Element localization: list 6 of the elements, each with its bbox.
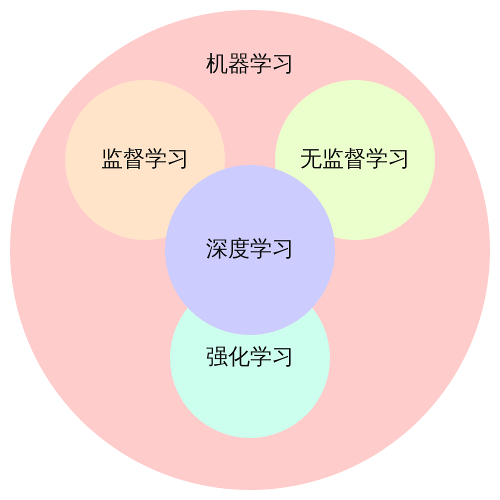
- circle-label: 无监督学习: [300, 146, 410, 174]
- circle-label: 监督学习: [101, 146, 189, 174]
- circle-label: 强化学习: [206, 344, 294, 372]
- circle-label: 深度学习: [206, 236, 294, 264]
- venn-circle: [10, 10, 490, 490]
- circle-label: 机器学习: [206, 51, 294, 79]
